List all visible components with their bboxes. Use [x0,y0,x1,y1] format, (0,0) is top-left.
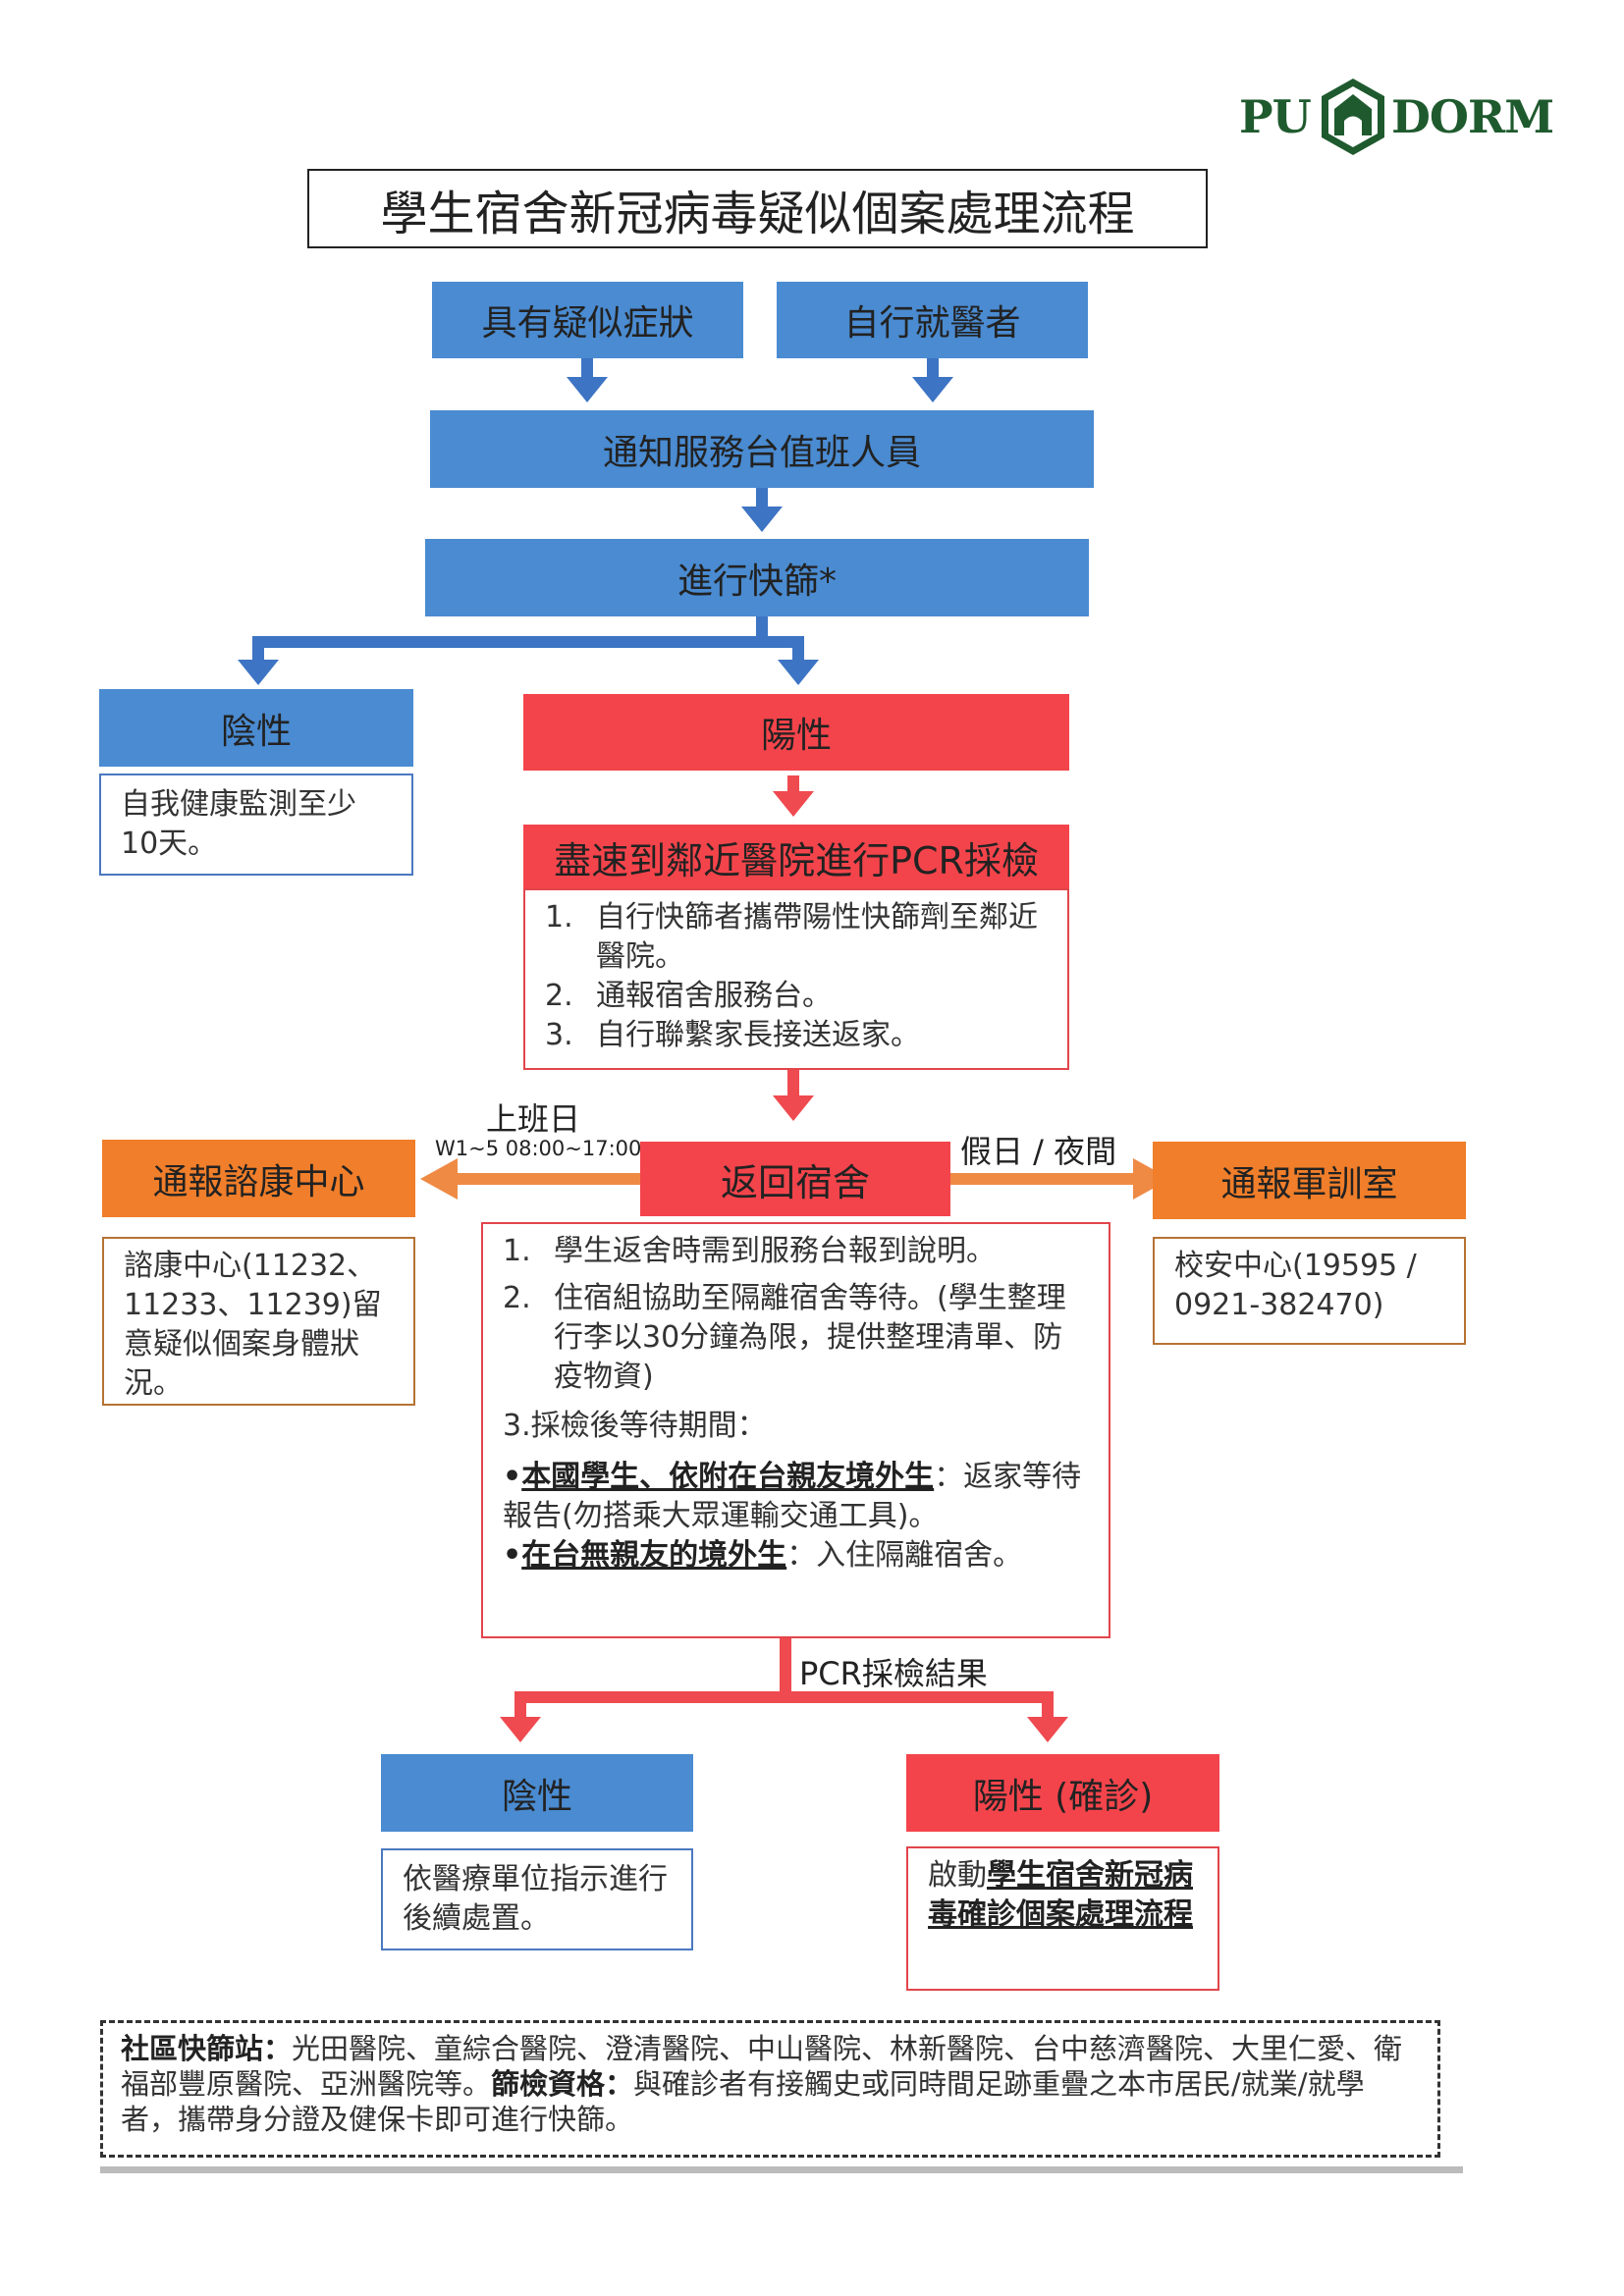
node-rapid-negative: 陰性 [99,689,413,767]
bullet-text: ：返家等待報告(勿搭乘大眾運輸交通工具)。 [503,1460,1082,1533]
confirmed-flow-link-text: 學生宿舍新冠病毒確診個案處理流程 [928,1858,1193,1932]
pcr-steps-list: 1.自行快篩者攜帶陽性快篩劑至鄰近醫院。 2.通報宿舍服務台。 3.自行聯繫家長… [545,898,1048,1055]
list-item: 2.住宿組協助至隔離宿舍等待。(學生整理行李以30分鐘為限，提供整理清單、防疫物… [503,1281,1066,1394]
weekday-label: 上班日 [486,1100,581,1138]
footer-text-stations: 光田醫院、童綜合醫院、澄清醫院、中山醫院、林新醫院、台中慈濟醫院、大里仁愛、衛福… [121,2032,1403,2101]
node-health-center: 通報諮康中心 [102,1140,415,1217]
node-notify-desk: 通知服務台值班人員 [430,410,1094,488]
pcr-negative-note: 依醫療單位指示進行後續處置。 [381,1848,693,1950]
pcr-positive-prefix: 啟動 [928,1858,987,1893]
logo-text-right: DORM [1391,90,1554,143]
pcr-positive-note: 啟動學生宿舍新冠病毒確診個案處理流程 [906,1846,1219,1991]
bullet-text: ：入住隔離宿舍。 [786,1538,1023,1573]
bullet-dot: • [503,1538,522,1573]
dorm-steps-list: 1.學生返舍時需到服務台報到說明。 2.住宿組協助至隔離宿舍等待。(學生整理行李… [503,1232,1089,1397]
node-pcr-negative: 陰性 [381,1754,693,1832]
house-emblem-icon [1322,79,1384,155]
node-pcr-test: 盡速到鄰近醫院進行PCR採檢 [523,825,1069,890]
list-item: 3.自行聯繫家長接送返家。 [545,1018,920,1052]
dorm-bullet-international: •在台無親友的境外生：入住隔離宿舍。 [503,1536,1089,1575]
dorm-bullet-domestic: •本國學生、依附在台親友境外生：返家等待報告(勿搭乘大眾運輸交通工具)。 [503,1458,1089,1536]
node-return-dorm: 返回宿舍 [640,1142,950,1216]
pcr-steps-panel: 1.自行快篩者攜帶陽性快篩劑至鄰近醫院。 2.通報宿舍服務台。 3.自行聯繫家長… [523,888,1069,1070]
bullet-em: 在台無親友的境外生 [521,1538,787,1573]
footer-label-eligibility: 篩檢資格： [491,2067,634,2101]
bullet-dot: • [503,1460,522,1494]
footer-label-stations: 社區快篩站： [121,2032,293,2065]
page-title: 學生宿舍新冠病毒疑似個案處理流程 [307,169,1208,248]
bullet-em: 本國學生、依附在台親友境外生 [521,1460,935,1494]
weekday-hours: W1~5 08:00~17:00 [435,1137,642,1160]
node-self-clinic: 自行就醫者 [777,282,1088,358]
dorm-step-3: 3.採檢後等待期間： [503,1409,767,1443]
list-item: 1.學生返舍時需到服務台報到說明。 [503,1234,996,1268]
list-item: 1.自行快篩者攜帶陽性快篩劑至鄰近醫院。 [545,900,1038,974]
pcr-result-label: PCR採檢結果 [799,1655,988,1692]
node-pcr-positive: 陽性 (確診) [906,1754,1219,1832]
node-rapid-positive: 陽性 [523,694,1069,771]
dorm-steps-panel: 1.學生返舍時需到服務台報到說明。 2.住宿組協助至隔離宿舍等待。(學生整理行李… [481,1222,1110,1638]
node-rapid-test: 進行快篩* [425,539,1089,616]
node-military-office: 通報軍訓室 [1153,1142,1466,1219]
health-center-note: 諮康中心(11232、11233、11239)留意疑似個案身體狀況。 [102,1237,415,1406]
pu-dorm-logo: PU DORM [1239,77,1554,157]
logo-text-left: PU [1239,90,1312,143]
list-item: 2.通報宿舍服務台。 [545,979,832,1013]
footer-text-eligibility: 與確診者有接觸史或同時間足跡重疊之本市居民/就業/就學者，攜帶身分證及健保卡即可… [121,2067,1365,2136]
bottom-divider [100,2166,1463,2173]
military-office-note: 校安中心(19595 / 0921-382470) [1153,1237,1466,1345]
node-symptoms: 具有疑似症狀 [432,282,743,358]
holiday-label: 假日 / 夜間 [960,1133,1117,1170]
footer-notes: 社區快篩站：光田醫院、童綜合醫院、澄清醫院、中山醫院、林新醫院、台中慈濟醫院、大… [100,2020,1440,2158]
rapid-negative-note: 自我健康監測至少10天。 [99,774,413,876]
